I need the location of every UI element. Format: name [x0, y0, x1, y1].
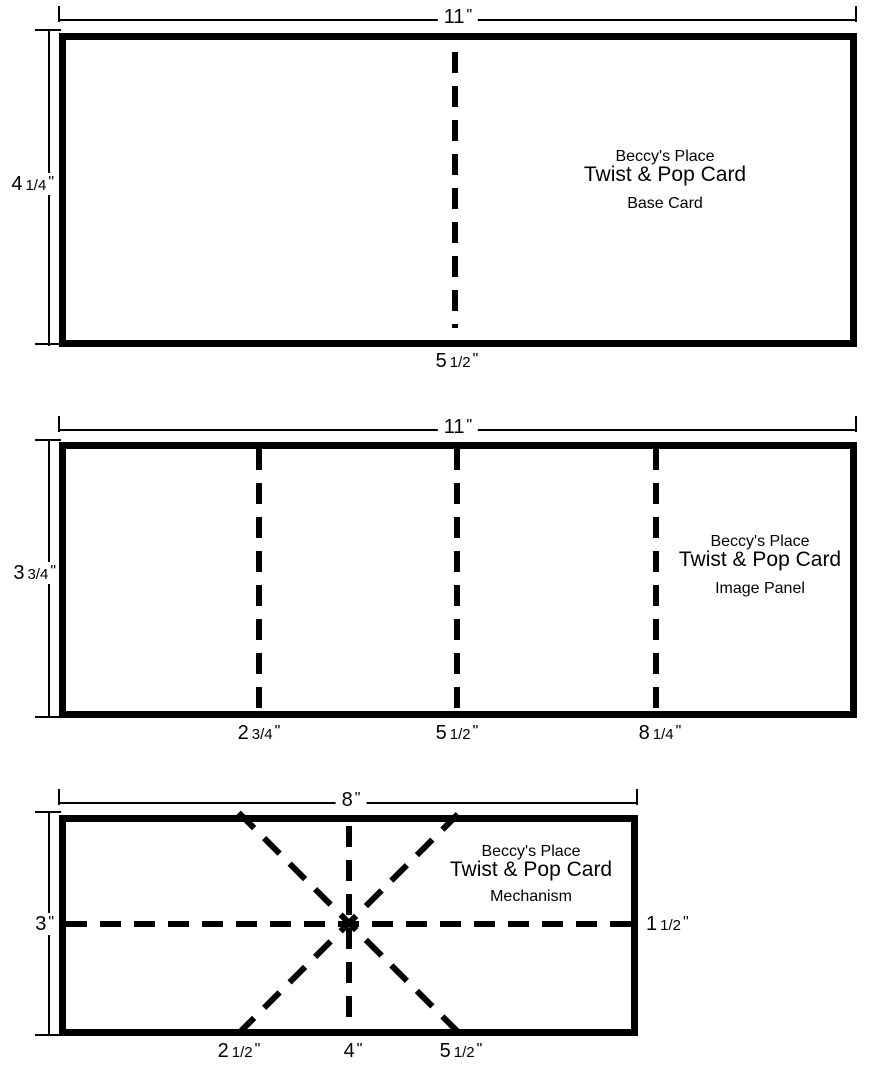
- dimension-tick: [35, 811, 61, 813]
- fold-position-label: 4": [343, 1040, 363, 1062]
- piece-caption: Beccy's Place Twist & Pop Card Mechanism: [450, 843, 612, 905]
- brand-name: Beccy's Place: [615, 148, 715, 165]
- brand-name: Beccy's Place: [710, 533, 810, 550]
- dimension-tick: [35, 1034, 61, 1036]
- dimension-tick: [58, 416, 60, 432]
- dimension-tick: [855, 416, 857, 432]
- product-name: Twist & Pop Card: [449, 858, 613, 881]
- fold-line: [256, 449, 262, 711]
- product-name: Twist & Pop Card: [583, 163, 747, 186]
- dimension-tick: [58, 6, 60, 22]
- part-name: Image Panel: [715, 580, 805, 597]
- piece-caption: Beccy's Place Twist & Pop Card Image Pan…: [679, 533, 841, 597]
- brand-name: Beccy's Place: [481, 843, 581, 860]
- fold-line: [452, 52, 458, 328]
- product-name: Twist & Pop Card: [678, 548, 842, 571]
- dimension-tick: [35, 439, 61, 441]
- dimension-tick: [35, 343, 61, 345]
- fold-line: [653, 449, 659, 711]
- piece-caption: Beccy's Place Twist & Pop Card Base Card: [584, 148, 746, 212]
- width-dimension-label: 8": [335, 789, 367, 811]
- dimension-tick: [58, 789, 60, 805]
- part-name: Base Card: [627, 195, 703, 212]
- dimension-tick: [35, 716, 61, 718]
- width-dimension-label: 11": [437, 6, 479, 28]
- width-dimension-label: 11": [437, 416, 479, 438]
- fold-line: [454, 449, 460, 711]
- height-dimension-label: 3": [32, 913, 57, 935]
- dimension-tick: [636, 789, 638, 805]
- dimension-tick: [35, 29, 61, 31]
- part-name: Mechanism: [490, 888, 572, 905]
- dimension-tick: [855, 6, 857, 22]
- base-card-outline: [59, 33, 857, 347]
